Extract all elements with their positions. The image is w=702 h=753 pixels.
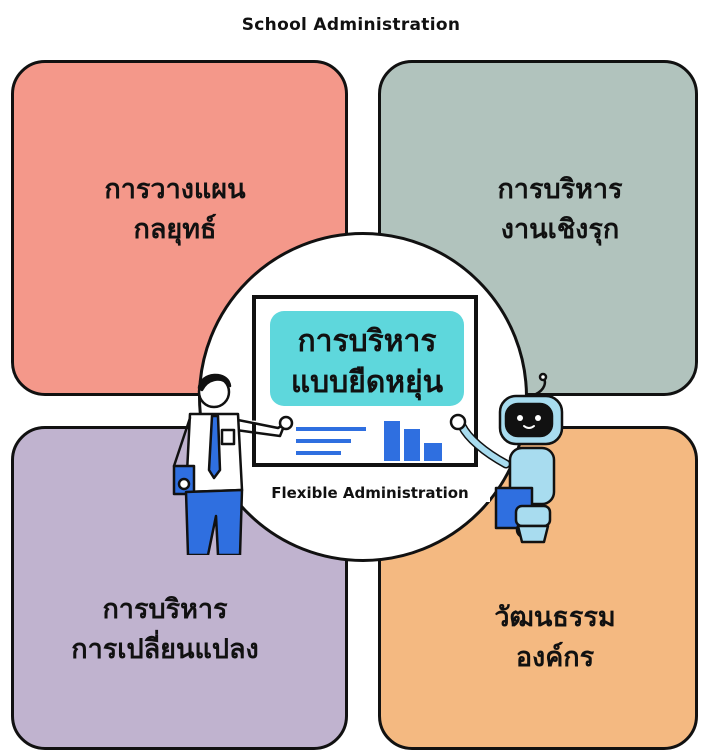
quadrant-label-line2: การเปลี่ยนแปลง bbox=[71, 634, 259, 665]
center-subtitle: Flexible Administration bbox=[250, 484, 490, 502]
center-label-tag bbox=[270, 311, 464, 406]
board-line bbox=[296, 439, 351, 443]
center-label-line2: แบบยืดหยุ่น bbox=[290, 365, 444, 400]
quadrant-label-bottom-left: การบริหาร การเปลี่ยนแปลง bbox=[40, 590, 290, 670]
quadrant-label-top-right: การบริหาร งานเชิงรุก bbox=[445, 170, 675, 250]
board-line bbox=[296, 451, 341, 455]
center-label: การบริหาร แบบยืดหยุ่น bbox=[262, 321, 472, 403]
board-bar-chart bbox=[424, 443, 442, 461]
quadrant-label-line1: วัฒนธรรม bbox=[494, 602, 616, 633]
quadrant-label-bottom-right: วัฒนธรรม องค์กร bbox=[440, 598, 670, 678]
board-bar-chart bbox=[404, 429, 420, 461]
quadrant-label-top-left: การวางแผน กลยุทธ์ bbox=[60, 170, 290, 250]
board-line bbox=[296, 427, 366, 431]
quadrant-label-line2: องค์กร bbox=[515, 642, 595, 673]
robot-figure-icon bbox=[449, 372, 564, 544]
quadrant-label-line1: การบริหาร bbox=[102, 594, 228, 625]
teacher-figure-icon bbox=[172, 373, 294, 555]
board-bar-chart bbox=[384, 421, 400, 461]
center-label-line1: การบริหาร bbox=[297, 324, 437, 359]
quadrant-label-line1: การบริหาร bbox=[497, 174, 623, 205]
quadrant-label-line2: กลยุทธ์ bbox=[133, 214, 217, 245]
quadrant-label-line2: งานเชิงรุก bbox=[500, 214, 620, 245]
diagram-title: School Administration bbox=[241, 15, 461, 35]
quadrant-label-line1: การวางแผน bbox=[104, 174, 246, 205]
